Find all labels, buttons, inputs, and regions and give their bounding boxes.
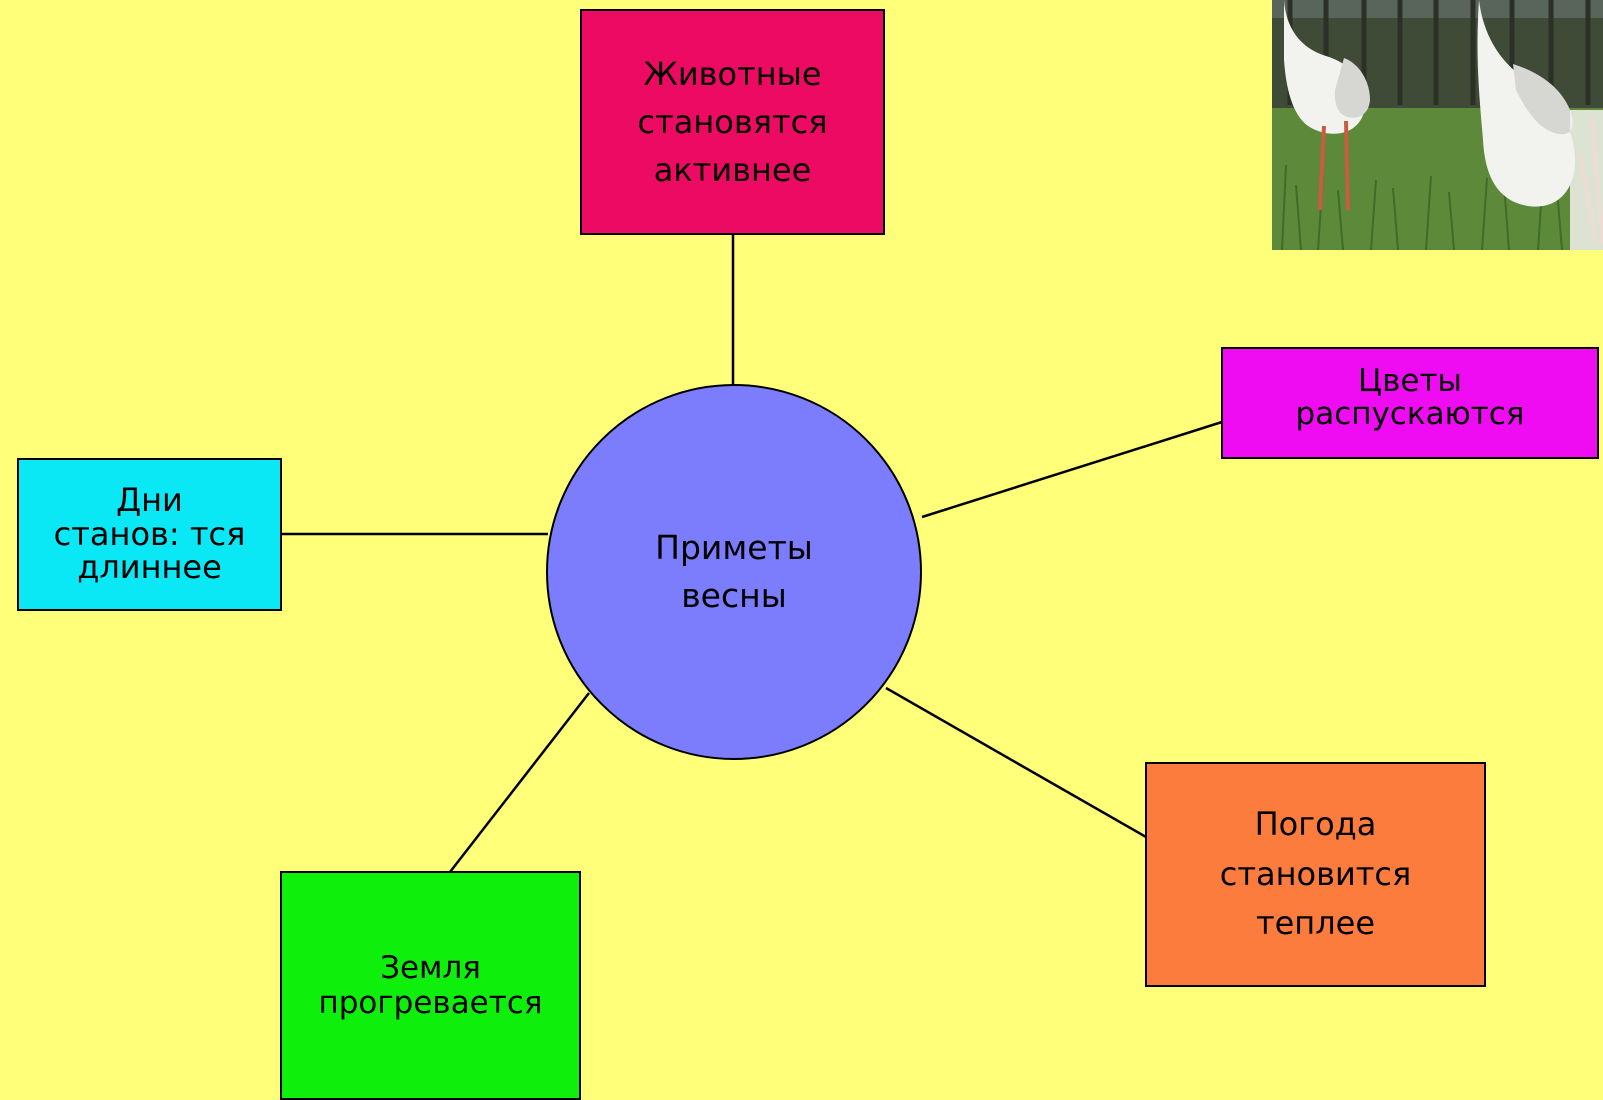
- node-weather-line-1: Погода: [1254, 805, 1377, 844]
- node-days: Дни станов: тся длиннее: [17, 458, 282, 611]
- node-weather-line-3: теплее: [1255, 904, 1376, 943]
- connector-earth: [449, 692, 590, 873]
- node-days-line-2: станов: тся: [53, 514, 246, 553]
- connector-weather: [885, 686, 1147, 839]
- node-weather-line-2: становится: [1219, 854, 1412, 893]
- node-earth-line-1: Земля: [380, 950, 481, 987]
- center-node: Приметы весны: [546, 384, 922, 760]
- node-earth-line-2: прогревается: [318, 984, 543, 1021]
- node-flowers-line-2: распускаются: [1295, 395, 1525, 432]
- node-animals-line-3: активнее: [653, 151, 812, 189]
- center-line-2: весны: [681, 576, 787, 615]
- storks-photo: [1272, 0, 1603, 250]
- center-line-1: Приметы: [655, 528, 813, 568]
- node-earth: Земля прогревается: [280, 871, 581, 1100]
- node-weather: Погода становится теплее: [1145, 762, 1486, 987]
- node-days-line-3: длиннее: [77, 548, 222, 587]
- node-animals: Животные становятся активнее: [580, 9, 885, 235]
- node-flowers: Цветы распускаются: [1221, 347, 1599, 459]
- node-animals-line-1: Животные: [643, 55, 822, 93]
- node-days-line-1: Дни: [116, 481, 183, 520]
- node-flowers-line-1: Цветы: [1358, 363, 1462, 399]
- storks-image: [1272, 0, 1603, 250]
- node-animals-line-2: становятся: [637, 103, 828, 141]
- connector-flowers: [921, 420, 1223, 519]
